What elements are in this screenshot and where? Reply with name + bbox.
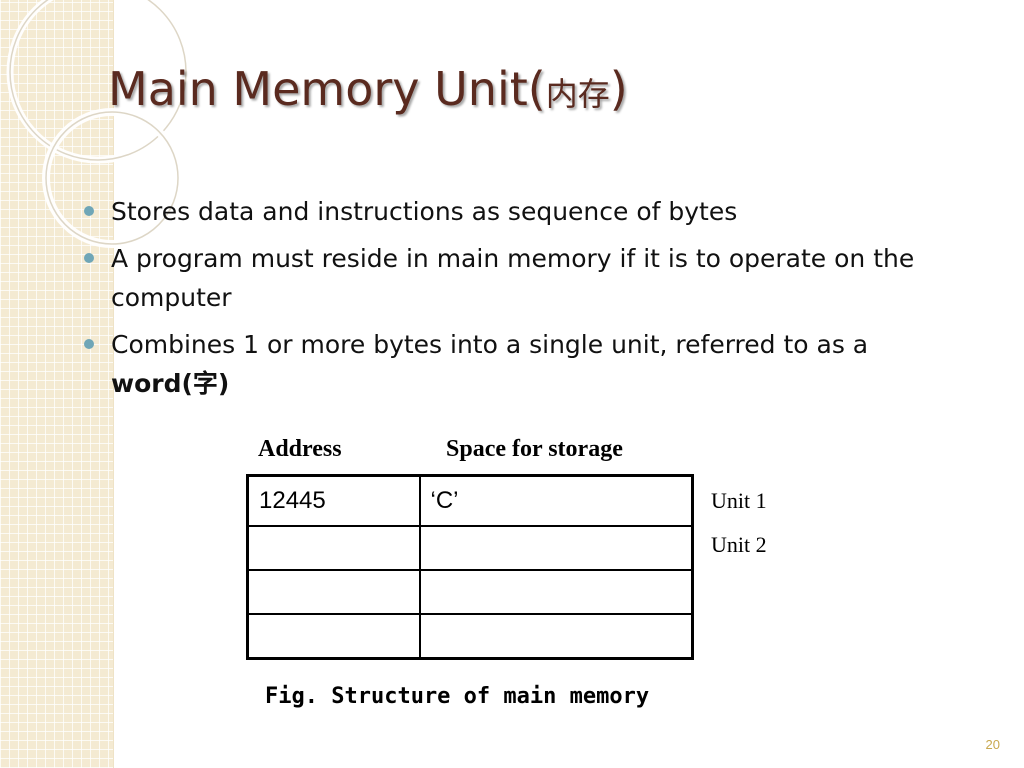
bullet-list: Stores data and instructions as sequence… — [80, 192, 965, 411]
storage-cell — [418, 569, 694, 615]
decorative-side-strip — [0, 0, 114, 768]
memory-table: 12445 ‘C’ — [246, 474, 694, 660]
table-row — [246, 525, 694, 571]
address-column-header: Address — [258, 436, 342, 462]
storage-cell — [418, 613, 694, 659]
bullet-item: Combines 1 or more bytes into a single u… — [80, 325, 965, 403]
bold-term: word(字) — [111, 369, 230, 398]
bullet-dot-icon — [84, 206, 94, 216]
storage-column-header: Space for storage — [446, 436, 623, 462]
table-row — [246, 613, 694, 659]
storage-cell — [418, 525, 694, 571]
address-cell: 12445 — [246, 474, 421, 527]
bullet-item: Stores data and instructions as sequence… — [80, 192, 965, 231]
figure-caption: Fig. Structure of main memory — [265, 684, 650, 709]
unit-1-label: Unit 1 — [711, 488, 767, 513]
unit-2-label: Unit 2 — [711, 532, 767, 557]
address-cell — [246, 525, 421, 571]
decorative-rings — [6, 0, 190, 248]
table-row — [246, 569, 694, 615]
table-row: 12445 ‘C’ — [246, 474, 694, 527]
bullet-item: A program must reside in main memory if … — [80, 239, 965, 317]
page-number: 20 — [985, 737, 1000, 752]
storage-cell: ‘C’ — [418, 474, 694, 527]
bullet-dot-icon — [84, 253, 94, 263]
slide-title: Main Memory Unit(内存) — [108, 62, 628, 116]
address-cell — [246, 613, 421, 659]
bullet-dot-icon — [84, 339, 94, 349]
address-cell — [246, 569, 421, 615]
